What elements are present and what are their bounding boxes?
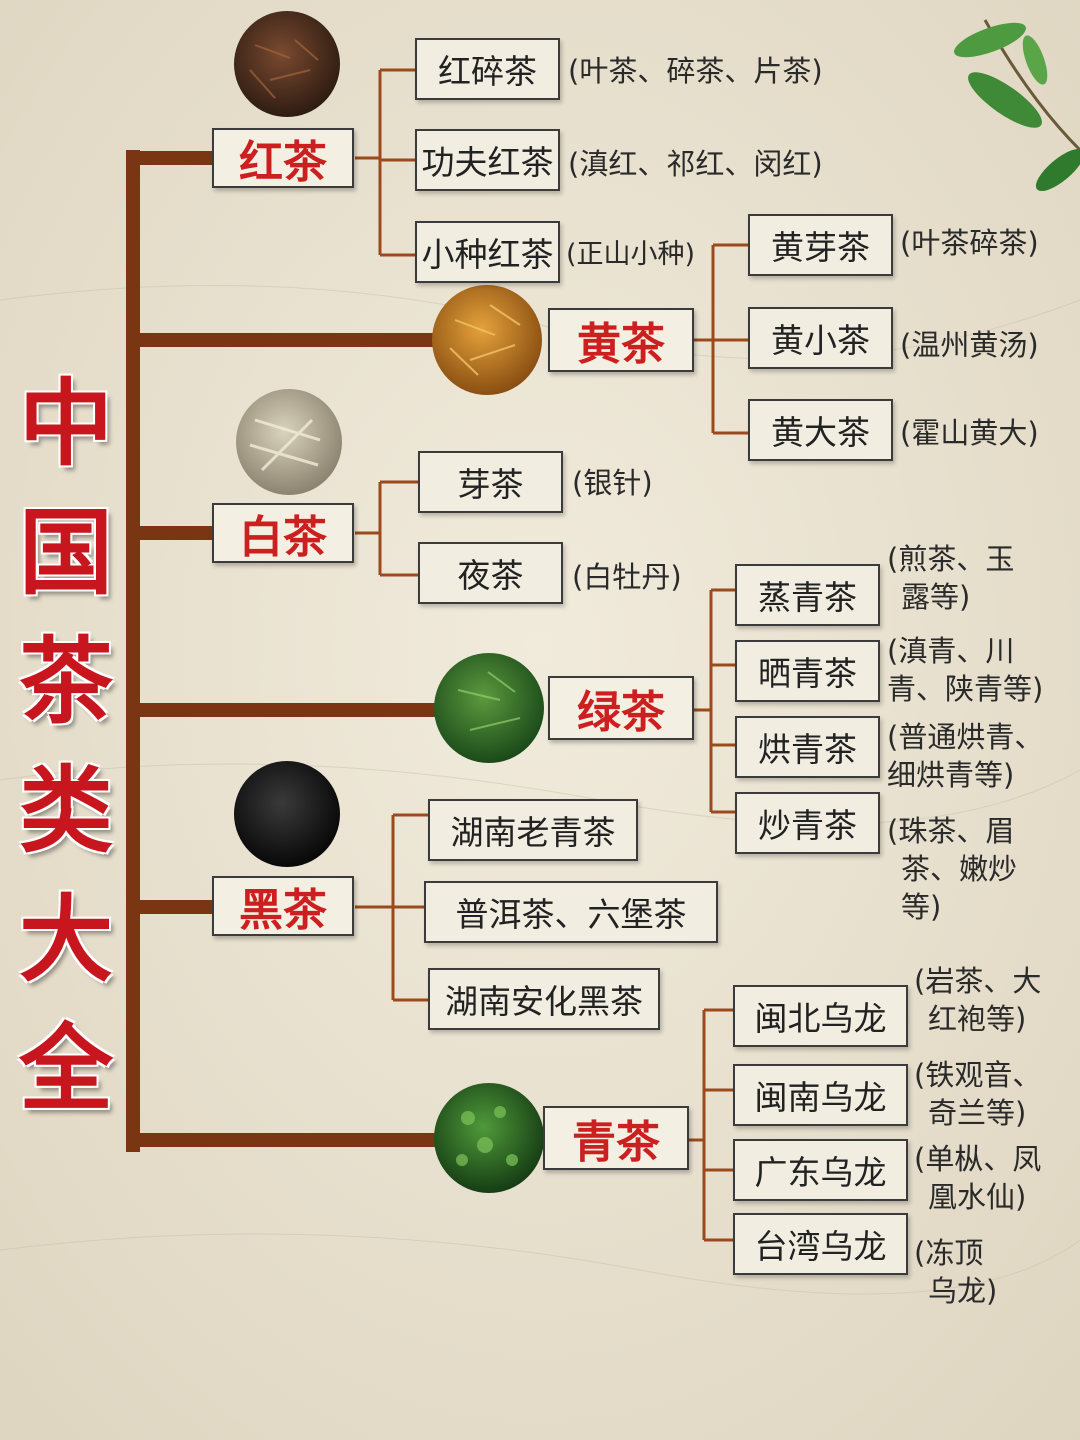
category-dark-tea: 黑茶	[212, 876, 354, 936]
type-note: (银针)	[572, 466, 653, 500]
type-note: (滇青、川 青、陕青等)	[887, 634, 1044, 706]
dark-tea-leaves-image	[234, 761, 340, 867]
type-box: 台湾乌龙	[733, 1213, 908, 1275]
type-box: 黄大茶	[748, 399, 893, 461]
type-note: (铁观音、 奇兰等)	[914, 1058, 1042, 1130]
type-box: 小种红茶	[415, 221, 560, 283]
type-note: (岩茶、大 红袍等)	[914, 964, 1042, 1036]
type-note: (白牡丹)	[572, 560, 682, 594]
type-note: (叶茶碎茶)	[900, 226, 1039, 260]
category-oolong-tea: 青茶	[543, 1106, 689, 1170]
type-box: 晒青茶	[735, 640, 880, 702]
type-box: 芽茶	[418, 451, 563, 513]
type-box: 红碎茶	[415, 38, 560, 100]
page-title: 中国茶类大全	[16, 360, 116, 1134]
green-tea-leaves-image	[434, 653, 544, 763]
type-box: 广东乌龙	[733, 1139, 908, 1201]
type-note: (煎茶、玉 露等)	[887, 542, 1015, 614]
type-box: 功夫红茶	[415, 129, 560, 191]
title-character: 全	[18, 1015, 113, 1124]
type-note: (珠茶、眉 茶、嫩炒 等)	[887, 814, 1018, 924]
black-tea-leaves-image	[234, 11, 340, 117]
type-box: 黄小茶	[748, 307, 893, 369]
type-box: 蒸青茶	[735, 564, 880, 626]
type-box: 湖南老青茶	[428, 799, 638, 861]
type-note: (霍山黄大)	[900, 416, 1039, 450]
type-box: 黄芽茶	[748, 214, 893, 276]
type-box: 闽南乌龙	[733, 1064, 908, 1126]
title-character: 茶	[18, 628, 113, 737]
category-green-tea: 绿茶	[548, 676, 694, 740]
type-box: 湖南安化黑茶	[428, 968, 660, 1030]
title-character: 国	[18, 499, 113, 608]
type-note: (滇红、祁红、闵红)	[568, 147, 823, 181]
type-note: (普通烘青、 细烘青等)	[887, 720, 1044, 792]
type-note: (单枞、凤 凰水仙)	[914, 1142, 1042, 1214]
type-box: 夜茶	[418, 542, 563, 604]
type-note: (冻顶 乌龙)	[914, 1236, 998, 1308]
type-note: (叶茶、碎茶、片茶)	[568, 54, 823, 88]
white-tea-leaves-image	[236, 389, 342, 495]
category-black-tea: 红茶	[212, 128, 354, 188]
oolong-tea-leaves-image	[434, 1083, 544, 1193]
category-white-tea: 白茶	[212, 503, 354, 563]
type-box: 炒青茶	[735, 792, 880, 854]
title-character: 中	[18, 370, 113, 479]
type-note: (温州黄汤)	[900, 328, 1039, 362]
type-box: 烘青茶	[735, 716, 880, 778]
tea-leaf-branch-decoration	[954, 19, 1080, 192]
title-character: 大	[18, 886, 113, 995]
category-yellow-tea: 黄茶	[548, 308, 694, 372]
type-box: 普洱茶、六堡茶	[424, 881, 718, 943]
yellow-tea-leaves-image	[432, 285, 542, 395]
type-box: 闽北乌龙	[733, 985, 908, 1047]
title-character: 类	[18, 757, 113, 866]
type-note: (正山小种)	[566, 239, 696, 270]
